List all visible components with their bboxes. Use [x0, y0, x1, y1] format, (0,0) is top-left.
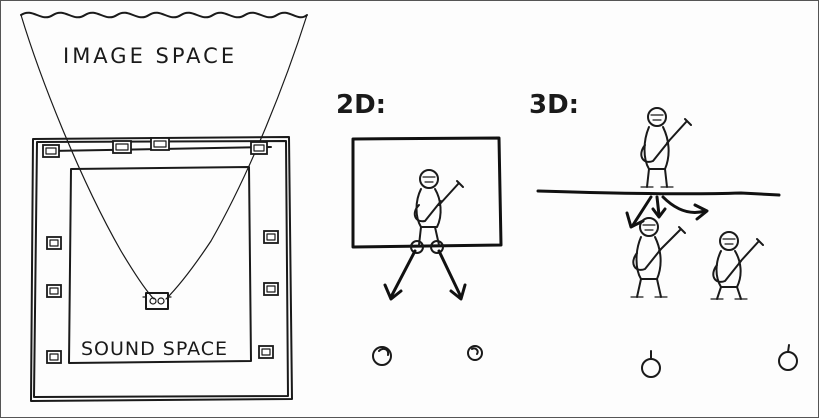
listener-head-icon [468, 346, 482, 360]
sound-space-label: SOUND SPACE [81, 338, 228, 360]
image-space-cone: IMAGE SPACE [21, 13, 307, 299]
speaker-icon [151, 138, 169, 150]
label-3d: 3D: [529, 90, 579, 120]
guitarist-figure-icon [711, 232, 763, 299]
speaker-icon [259, 346, 273, 358]
speaker-array [43, 138, 278, 363]
label-2d: 2D: [336, 90, 386, 120]
speaker-icon [264, 231, 278, 243]
speaker-icon [47, 351, 61, 363]
screen-2d [353, 138, 501, 247]
arrows-3d [627, 197, 707, 227]
listener-icon [143, 293, 171, 309]
arrows-2d [385, 251, 465, 299]
speaker-icon [47, 285, 61, 297]
listener-head-icon [779, 345, 797, 370]
sound-space-room: SOUND SPACE [31, 137, 292, 401]
screen-3d-line [538, 191, 779, 195]
speaker-icon [113, 141, 131, 153]
listener-head-icon [642, 351, 660, 377]
guitarist-figure-icon [411, 170, 463, 253]
speaker-icon [251, 142, 267, 154]
speaker-icon [264, 283, 278, 295]
speaker-icon [47, 237, 61, 249]
guitarist-figure-icon [641, 108, 691, 187]
listener-head-icon [373, 347, 391, 365]
guitarist-figure-icon [631, 218, 685, 297]
speaker-icon [43, 145, 59, 157]
image-space-label: IMAGE SPACE [63, 44, 237, 68]
